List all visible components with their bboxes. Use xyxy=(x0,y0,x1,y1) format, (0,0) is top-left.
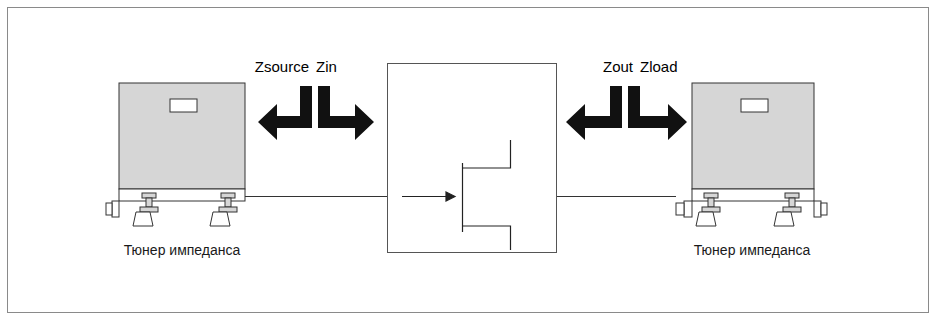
impedance-label: Zsource xyxy=(255,58,309,76)
impedance-label: Zout xyxy=(603,58,633,76)
impedance-arrows xyxy=(258,86,687,140)
tuner-label: Тюнер импеданса xyxy=(670,242,834,258)
impedance-label: Zin xyxy=(316,58,337,76)
rf-line xyxy=(556,196,676,197)
frame xyxy=(8,8,929,313)
impedance-tuner: Тюнер импеданса xyxy=(100,80,264,258)
dut-box xyxy=(388,64,557,253)
rf-line xyxy=(245,196,387,197)
impedance-tuner: Тюнер импеданса xyxy=(670,80,834,258)
tuner-right xyxy=(676,83,827,226)
tuner-left xyxy=(106,83,245,226)
impedance-label: Zload xyxy=(640,58,678,76)
transistor-symbol xyxy=(402,140,511,250)
tuner-label: Тюнер импеданса xyxy=(100,242,264,258)
